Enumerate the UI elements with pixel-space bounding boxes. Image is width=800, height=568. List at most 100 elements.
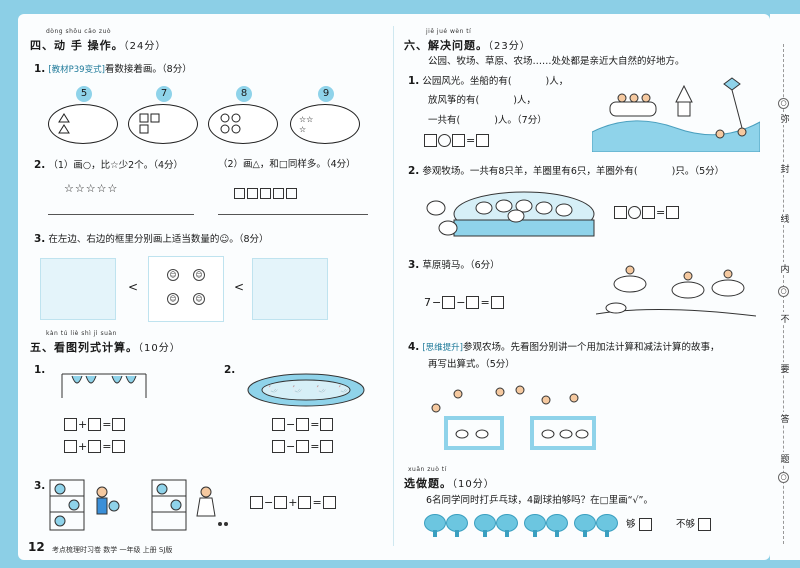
number-7: 7 [156, 86, 172, 102]
seal-char: 要 [774, 362, 796, 375]
clothesline-illustration [61, 373, 147, 398]
q6-1-line2a: 放风筝的有( [428, 95, 480, 106]
seal-line-margin: ○ 弥 封 线 内 ○ 不 要 答 题 ○ [770, 14, 800, 560]
seal-circle-mark: ○ [778, 286, 789, 297]
face-icon: ☺ [193, 269, 205, 281]
sec5-title-text: 五、看图列式计算。 [30, 341, 138, 354]
enough-option: 够 [626, 518, 652, 532]
q6-1-line1: 1. 公园风光。坐船的有()人， [408, 74, 568, 89]
sec6-pinyin: jiě jué wèn tí [426, 28, 472, 35]
square-5 [286, 188, 297, 199]
answer-box[interactable] [250, 496, 263, 509]
paddle-icon [474, 514, 496, 537]
operator-circle[interactable] [438, 134, 451, 147]
right-draw-box[interactable] [252, 258, 328, 320]
q4-2-part1-text: （1）画○，比☆少2个。（4分） [48, 160, 184, 171]
faces-box: ☺ ☺ ☺ ☺ [148, 256, 224, 322]
page-number: 12 [28, 540, 45, 554]
enough-label: 够 [626, 519, 636, 530]
square-1 [234, 188, 245, 199]
answer-line-circles[interactable] [48, 214, 194, 215]
paddle-icon [546, 514, 568, 537]
horse-riding-illustration [596, 265, 756, 317]
triangle-shapes [58, 113, 70, 134]
equals-sign: = [310, 418, 320, 431]
xuan-points: （10分） [452, 479, 495, 490]
q5-2-row1: −= [272, 418, 334, 431]
oval-7[interactable] [128, 104, 198, 144]
q6-1-line3: 一共有()人。（7分） [428, 114, 547, 128]
seal-char: 内 [774, 262, 796, 275]
q5-1-row2: += [64, 440, 126, 453]
minus-sign: − [432, 296, 442, 309]
q6-1-line1b: )人， [545, 76, 569, 87]
farm-scene-illustration [431, 385, 596, 450]
svg-text:🦢: 🦢 [292, 384, 303, 395]
answer-box[interactable] [272, 418, 285, 431]
operator-circle[interactable] [628, 206, 641, 219]
face-icon: ☺ [193, 293, 205, 305]
seal-circle-mark: ○ [778, 472, 789, 483]
q6-4-text-line2: 再写出算式。（5分） [428, 359, 515, 370]
seal-circle-mark: ○ [778, 98, 789, 109]
answer-box[interactable] [322, 496, 336, 509]
sec5-points: （10分） [138, 343, 181, 354]
q6-1-line3a: 一共有( [428, 115, 461, 126]
answer-box[interactable] [320, 418, 334, 431]
column-divider [393, 26, 394, 546]
q6-1-line2b: )人， [513, 95, 536, 106]
q6-2-text: 2. 参观牧场。一共有8只羊，羊圈里有6只，羊圈外有()只。（5分） [408, 164, 724, 179]
svg-text:☆☆: ☆☆ [299, 115, 313, 124]
enough-checkbox[interactable] [638, 518, 652, 531]
q4-2-part2: （2）画△，和□同样多。（4分） [218, 159, 356, 170]
sec6-intro: 公园、牧场、草原、农场……处处都是亲近大自然的好地方。 [428, 56, 685, 67]
minus-sign: − [456, 296, 466, 309]
answer-box[interactable] [490, 296, 504, 309]
not-enough-option: 不够 [676, 518, 712, 532]
q6-3-num: 3. [408, 259, 420, 271]
answer-box[interactable] [476, 134, 490, 147]
pond-birds-illustration: 🦢🦢🦢🦢 [247, 373, 365, 407]
oval-8[interactable] [208, 104, 278, 144]
answer-box[interactable] [452, 134, 465, 147]
q4-1-num: 1. [34, 63, 46, 75]
answer-box[interactable] [274, 496, 288, 509]
park-scene-illustration [592, 77, 760, 152]
paddle-icon [524, 514, 546, 537]
equals-sign: = [102, 440, 112, 453]
q6-2-text-a: 参观牧场。一共有8只羊，羊圈里有6只，羊圈外有( [422, 166, 638, 177]
xuan-text: 6名同学同时打乒乓球，4副球拍够吗？在□里画“√”。 [426, 495, 653, 506]
answer-box[interactable] [298, 496, 312, 509]
square-3 [260, 188, 271, 199]
answer-box[interactable] [112, 418, 126, 431]
oval-9[interactable]: ☆☆☆ [290, 104, 360, 144]
answer-line-triangles[interactable] [218, 214, 368, 215]
answer-box[interactable] [64, 440, 77, 453]
answer-box[interactable] [112, 440, 126, 453]
sec6-points: （23分） [488, 41, 531, 52]
not-enough-checkbox[interactable] [698, 518, 712, 531]
stars-row: ☆☆☆☆☆ [64, 182, 119, 195]
oval-5[interactable] [48, 104, 118, 144]
answer-box[interactable] [642, 206, 655, 219]
answer-box[interactable] [64, 418, 77, 431]
number-8: 8 [236, 86, 252, 102]
q6-2-equation: = [614, 206, 680, 219]
answer-box[interactable] [424, 134, 437, 147]
q4-1-text: 1. [教材P39变式]看数接着画。（8分） [34, 62, 192, 77]
sec4-title: 四、动 手 操作。（24分） [30, 37, 166, 53]
less-than-2: < [234, 280, 245, 294]
answer-box[interactable] [614, 206, 627, 219]
answer-box[interactable] [296, 418, 310, 431]
answer-box[interactable] [296, 440, 310, 453]
left-draw-box[interactable] [40, 258, 116, 320]
answer-box[interactable] [666, 206, 680, 219]
square-2 [247, 188, 258, 199]
answer-box[interactable] [442, 296, 456, 309]
answer-box[interactable] [320, 440, 334, 453]
answer-box[interactable] [88, 418, 102, 431]
answer-box[interactable] [88, 440, 102, 453]
answer-box[interactable] [272, 440, 285, 453]
answer-box[interactable] [466, 296, 480, 309]
q6-2-text-b: )只。（5分） [671, 166, 725, 177]
